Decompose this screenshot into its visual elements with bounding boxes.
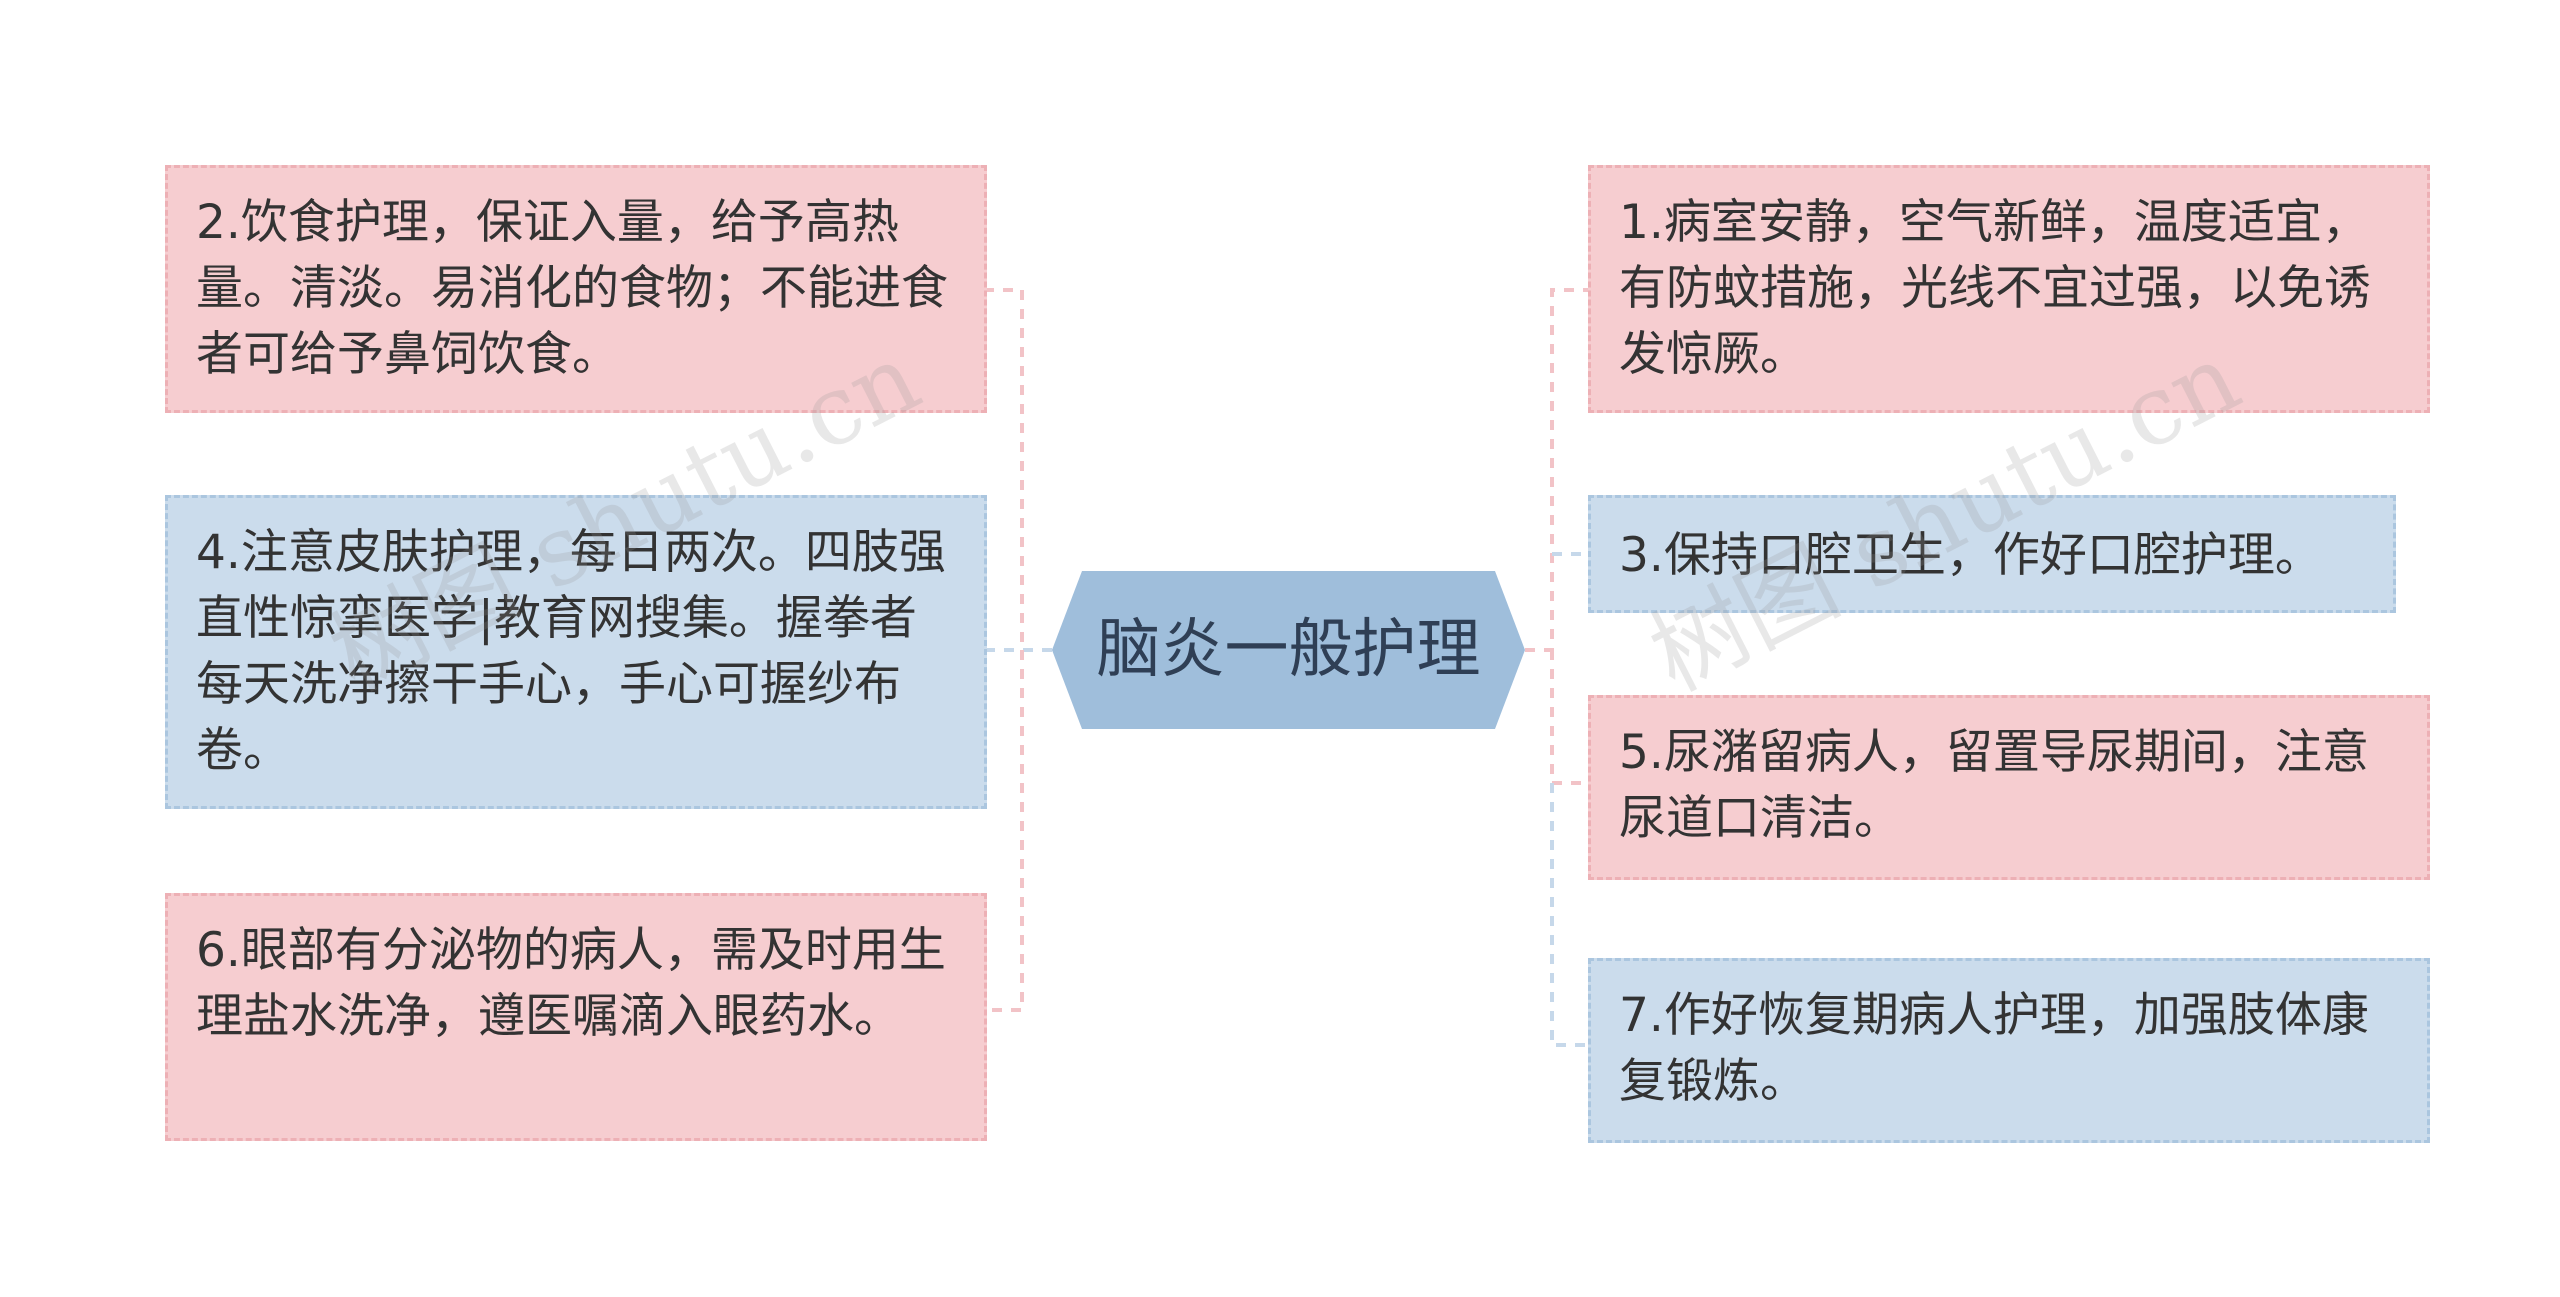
branch-node-6-text: 6.眼部有分泌物的病人，需及时用生理盐水洗净，遵医嘱滴入眼药水。 [196, 923, 946, 1044]
central-topic[interactable]: 脑炎一般护理 [1052, 571, 1525, 729]
branch-node-5[interactable]: 5.尿潴留病人，留置导尿期间，注意尿道口清洁。 [1588, 695, 2430, 880]
central-topic-label: 脑炎一般护理 [1096, 613, 1481, 687]
branch-node-3[interactable]: 3.保持口腔卫生，作好口腔护理。 [1588, 495, 2396, 613]
central-topic-shape [1052, 571, 1525, 729]
connector-right-3 [1550, 650, 1588, 785]
branch-node-5-text: 5.尿潴留病人，留置导尿期间，注意尿道口清洁。 [1619, 725, 2369, 846]
branch-node-3-text: 3.保持口腔卫生，作好口腔护理。 [1619, 528, 2322, 583]
connector-right-4 [1550, 783, 1588, 1047]
branch-node-1-text: 1.病室安静，空气新鲜，温度适宜，有防蚊措施，光线不宜过强，以免诱发惊厥。 [1619, 195, 2371, 382]
branch-node-2[interactable]: 2.饮食护理，保证入量，给予高热量。清淡。易消化的食物；不能进食者可给予鼻饲饮食… [165, 165, 987, 413]
branch-node-4[interactable]: 4.注意皮肤护理，每日两次。四肢强直性惊挛医学|教育网搜集。握拳者每天洗净擦干手… [165, 495, 987, 809]
branch-node-7-text: 7.作好恢复期病人护理，加强肢体康复锻炼。 [1619, 988, 2369, 1109]
branch-node-7[interactable]: 7.作好恢复期病人护理，加强肢体康复锻炼。 [1588, 958, 2430, 1143]
connector-right-1 [1525, 288, 1588, 652]
branch-node-2-text: 2.饮食护理，保证入量，给予高热量。清淡。易消化的食物；不能进食者可给予鼻饲饮食… [196, 195, 948, 382]
connector-left-1 [986, 288, 1052, 652]
branch-node-6[interactable]: 6.眼部有分泌物的病人，需及时用生理盐水洗净，遵医嘱滴入眼药水。 [165, 893, 987, 1141]
branch-node-1[interactable]: 1.病室安静，空气新鲜，温度适宜，有防蚊措施，光线不宜过强，以免诱发惊厥。 [1588, 165, 2430, 413]
branch-node-4-text: 4.注意皮肤护理，每日两次。四肢强直性惊挛医学|教育网搜集。握拳者每天洗净擦干手… [196, 525, 946, 778]
connector-left-3 [986, 650, 1024, 1012]
